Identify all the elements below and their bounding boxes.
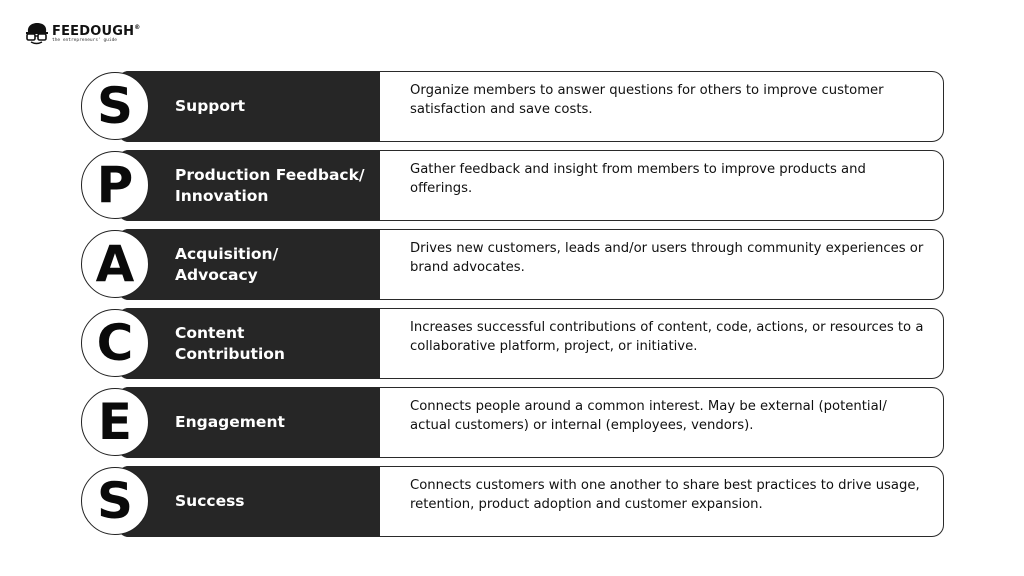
row-description: Increases successful contributions of co… — [410, 320, 924, 354]
row-title-panel — [117, 308, 380, 379]
row-title: Success — [175, 492, 245, 510]
row-title-panel — [117, 150, 380, 221]
row-letter-circle: E — [81, 388, 149, 456]
row-letter: A — [95, 235, 135, 293]
row-letter-circle: A — [81, 230, 149, 298]
row-letter: S — [96, 472, 133, 530]
row-letter-circle: C — [81, 309, 149, 377]
logo-name: FEEDOUGH® — [52, 23, 141, 39]
row-title: Content Contribution — [175, 323, 285, 363]
row-title-panel — [117, 466, 380, 537]
row-description: Organize members to answer questions for… — [410, 83, 884, 117]
spaces-row-acquisition: A Acquisition/ Advocacy Drives new custo… — [81, 229, 944, 300]
row-title: Production Feedback/ Innovation — [175, 165, 365, 205]
row-title-panel — [117, 229, 380, 300]
row-description: Connects people around a common interest… — [410, 399, 887, 433]
logo-face-icon — [24, 22, 50, 46]
row-letter-circle: S — [81, 72, 149, 140]
row-title: Engagement — [175, 413, 285, 431]
spaces-row-success: S Success Connects customers with one an… — [81, 466, 944, 537]
spaces-row-engagement: E Engagement Connects people around a co… — [81, 387, 944, 458]
row-title-panel — [117, 387, 380, 458]
row-letter-circle: S — [81, 467, 149, 535]
row-description: Gather feedback and insight from members… — [410, 162, 866, 196]
spaces-row-content-contribution: C Content Contribution Increases success… — [81, 308, 944, 379]
row-letter-circle: P — [81, 151, 149, 219]
row-description: Connects customers with one another to s… — [410, 478, 920, 512]
row-title: Support — [175, 97, 246, 115]
row-letter: S — [96, 77, 133, 135]
row-title: Acquisition/ Advocacy — [175, 244, 279, 284]
spaces-row-support: S Support Organize members to answer que… — [81, 71, 944, 142]
row-letter: E — [97, 393, 133, 451]
row-title-panel — [117, 71, 380, 142]
brand-logo: FEEDOUGH® the entrepreneurs' guide — [24, 20, 140, 48]
row-letter: P — [96, 156, 134, 214]
spaces-row-production-feedback: P Production Feedback/ Innovation Gather… — [81, 150, 944, 221]
row-letter: C — [96, 314, 134, 372]
row-description: Drives new customers, leads and/or users… — [410, 241, 924, 275]
logo-tagline: the entrepreneurs' guide — [52, 37, 118, 43]
